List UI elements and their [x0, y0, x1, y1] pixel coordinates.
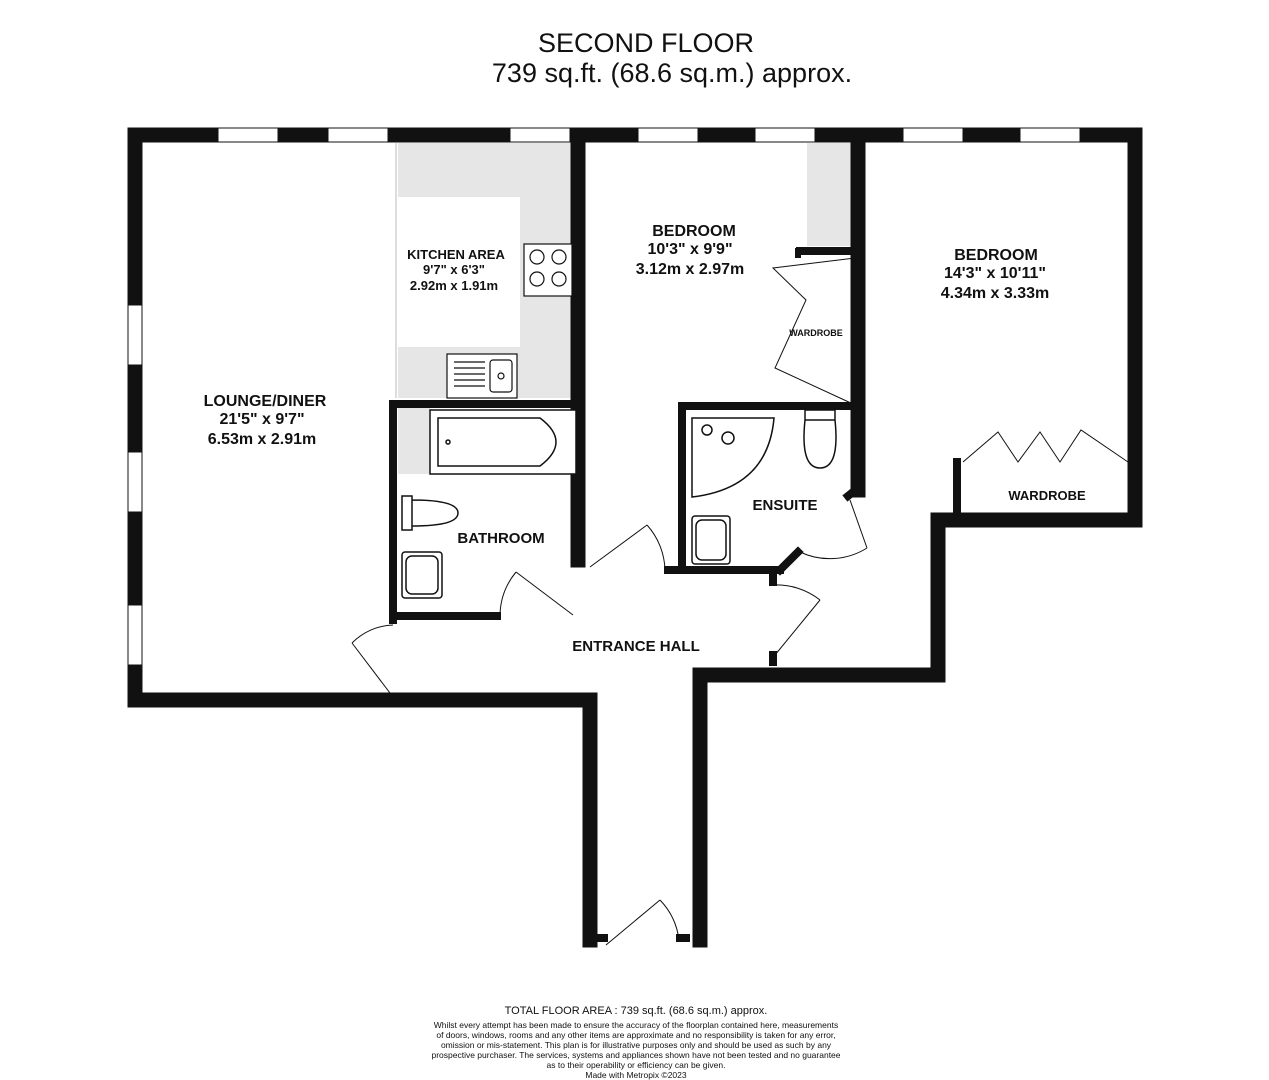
- floor-area: 739 sq.ft. (68.6 sq.m.) approx.: [492, 58, 852, 88]
- disclaimer-line-3: omission or mis-statement. This plan is …: [441, 1040, 832, 1050]
- lounge-imperial: 21'5" x 9'7": [219, 411, 304, 428]
- disclaimer-line-5: as to their operability or efficiency ca…: [547, 1060, 726, 1070]
- ensuite-label: ENSUITE: [752, 497, 817, 514]
- wall-ensuite-diag: [774, 546, 804, 576]
- window-top-5: [754, 127, 816, 143]
- window-left-3: [127, 604, 143, 666]
- bath-shade: [398, 408, 430, 474]
- total-floor-area: TOTAL FLOOR AREA : 739 sq.ft. (68.6 sq.m…: [505, 1005, 768, 1017]
- kitchen-metric: 2.92m x 1.91m: [410, 278, 498, 293]
- door-bathroom: [499, 571, 574, 616]
- windows: [127, 127, 1081, 666]
- disclaimer-line-2: of doors, windows, rooms and any other i…: [436, 1030, 835, 1040]
- window-top-6: [902, 127, 964, 143]
- bedroom2-imperial: 14'3" x 10'11": [944, 265, 1046, 282]
- hob-icon: [523, 243, 573, 297]
- window-left-2: [127, 451, 143, 513]
- bedroom2-name: BEDROOM: [954, 247, 1038, 264]
- hob-ring-1: [529, 249, 545, 265]
- hob-ring-4: [551, 271, 567, 287]
- window-top-7: [1019, 127, 1081, 143]
- kitchen-imperial: 9'7" x 6'3": [423, 262, 485, 277]
- kitchen-fixtures: [446, 243, 573, 399]
- floor-title: SECOND FLOOR: [538, 28, 754, 58]
- fixture-shading: [398, 143, 854, 474]
- ensuite-shower-icon: [691, 417, 775, 498]
- wall-ensuite-right-diag: [842, 482, 864, 502]
- ensuite-toilet-icon: [803, 409, 837, 469]
- door-bedroom2: [772, 584, 821, 656]
- kitchen-counter: [398, 143, 575, 398]
- bedroom1-imperial: 10'3" x 9'9": [647, 241, 732, 258]
- walls: [127, 127, 1143, 948]
- door-bedroom1: [589, 524, 666, 571]
- wardrobe-small-label: WARDROBE: [789, 328, 843, 338]
- doors: [351, 248, 1129, 946]
- window-top-4: [637, 127, 699, 143]
- wardrobe-cupboard-shade: [807, 143, 854, 246]
- bedroom2-metric: 4.34m x 3.33m: [941, 285, 1050, 302]
- window-left-1: [127, 304, 143, 366]
- hob-ring-3: [529, 271, 545, 287]
- lounge-name: LOUNGE/DINER: [204, 393, 327, 410]
- bedroom1-metric: 3.12m x 2.97m: [636, 261, 745, 278]
- hob-ring-2: [551, 249, 567, 265]
- door-front: [605, 899, 680, 946]
- bedroom1-name: BEDROOM: [652, 223, 736, 240]
- hall-label: ENTRANCE HALL: [572, 638, 700, 655]
- window-top-2: [327, 127, 389, 143]
- wardrobe-large-label: WARDROBE: [1008, 488, 1086, 503]
- window-top-1: [217, 127, 279, 143]
- door-wardrobe-small: [771, 257, 856, 405]
- lounge-metric: 6.53m x 2.91m: [208, 431, 317, 448]
- window-top-3: [509, 127, 571, 143]
- door-wardrobe-large: [962, 429, 1129, 463]
- inner-walls: [389, 247, 961, 942]
- bathroom-fixtures: [401, 409, 837, 599]
- disclaimer-line-1: Whilst every attempt has been made to en…: [434, 1020, 838, 1030]
- door-ensuite: [799, 499, 868, 560]
- metropix-credit: Made with Metropix ©2023: [585, 1070, 687, 1080]
- door-lounge: [351, 624, 394, 698]
- toilet-icon: [401, 495, 459, 531]
- kitchen-name: KITCHEN AREA: [407, 247, 505, 262]
- bathroom-label: BATHROOM: [457, 530, 544, 547]
- disclaimer-line-4: prospective purchaser. The services, sys…: [431, 1050, 840, 1060]
